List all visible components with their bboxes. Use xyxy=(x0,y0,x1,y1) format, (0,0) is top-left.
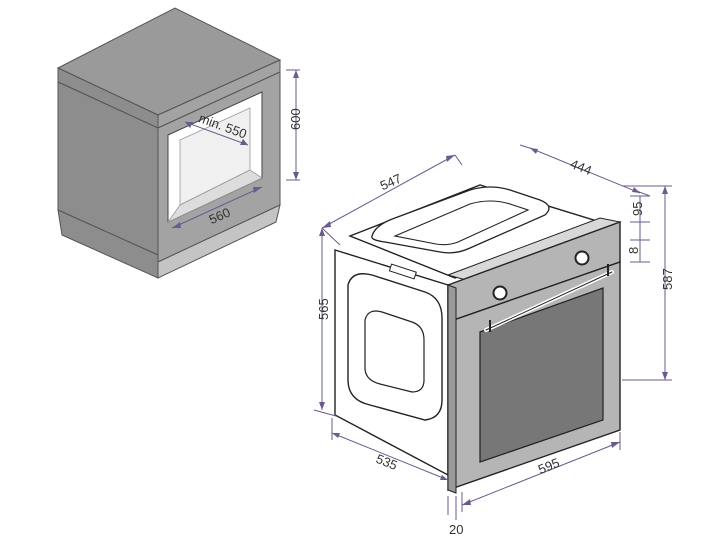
oven-dim-body-height: 565 xyxy=(316,298,331,320)
cabinet-plinth-side xyxy=(157,204,281,279)
oven-top-tray-inner xyxy=(393,200,530,246)
cabinet-dim-height: 600 xyxy=(288,108,303,130)
oven-knob-right[interactable] xyxy=(574,250,590,266)
oven-dim-depth-total: 547 xyxy=(378,171,404,194)
oven-dim-panel-height: 95 xyxy=(630,202,645,216)
cabinet-niche-floor xyxy=(166,169,263,224)
oven-dim-body-depth: 535 xyxy=(374,451,400,473)
cabinet-niche: min. 550 560 600 xyxy=(56,7,303,279)
oven-dim-gap: 8 xyxy=(626,247,641,254)
oven: 547 444 95 8 587 565 535 xyxy=(313,144,675,537)
oven-front-edge xyxy=(447,284,457,494)
oven-knob-left[interactable] xyxy=(492,285,508,301)
oven-dim-front-thickness: 20 xyxy=(449,522,463,537)
oven-dim-total-height: 587 xyxy=(660,268,675,290)
oven-side-slot xyxy=(388,263,417,280)
oven-dim-top-depth: 444 xyxy=(568,156,594,178)
oven-side-embossing-inner xyxy=(364,310,425,393)
oven-door-glass xyxy=(479,287,604,463)
